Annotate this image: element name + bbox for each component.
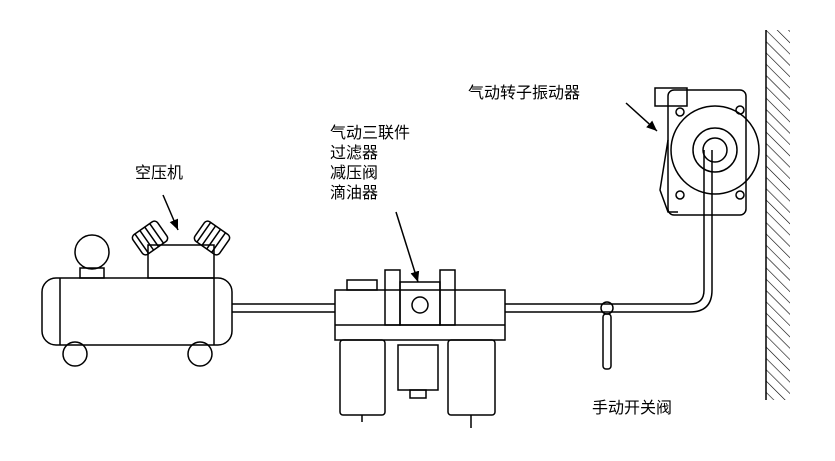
frl-regulator-label: 减压阀 bbox=[330, 163, 379, 182]
air-pipe bbox=[232, 150, 713, 313]
vibrator-label: 气动转子振动器 bbox=[468, 83, 581, 102]
frl-lubricator-label: 滴油器 bbox=[330, 183, 379, 202]
wall bbox=[765, 30, 790, 400]
frl-leader bbox=[395, 211, 420, 283]
compressor-leader bbox=[162, 194, 179, 231]
air-compressor bbox=[41, 220, 233, 367]
compressor-label: 空压机 bbox=[135, 163, 184, 182]
valve-label: 手动开关阀 bbox=[592, 398, 673, 417]
manual-valve bbox=[600, 301, 614, 370]
frl-unit bbox=[334, 269, 506, 428]
pneumatic-rotary-vibrator bbox=[654, 87, 760, 216]
vibrator-leader bbox=[625, 102, 658, 132]
frl-title-label: 气动三联件 bbox=[330, 123, 411, 142]
frl-filter-label: 过滤器 bbox=[330, 143, 379, 162]
